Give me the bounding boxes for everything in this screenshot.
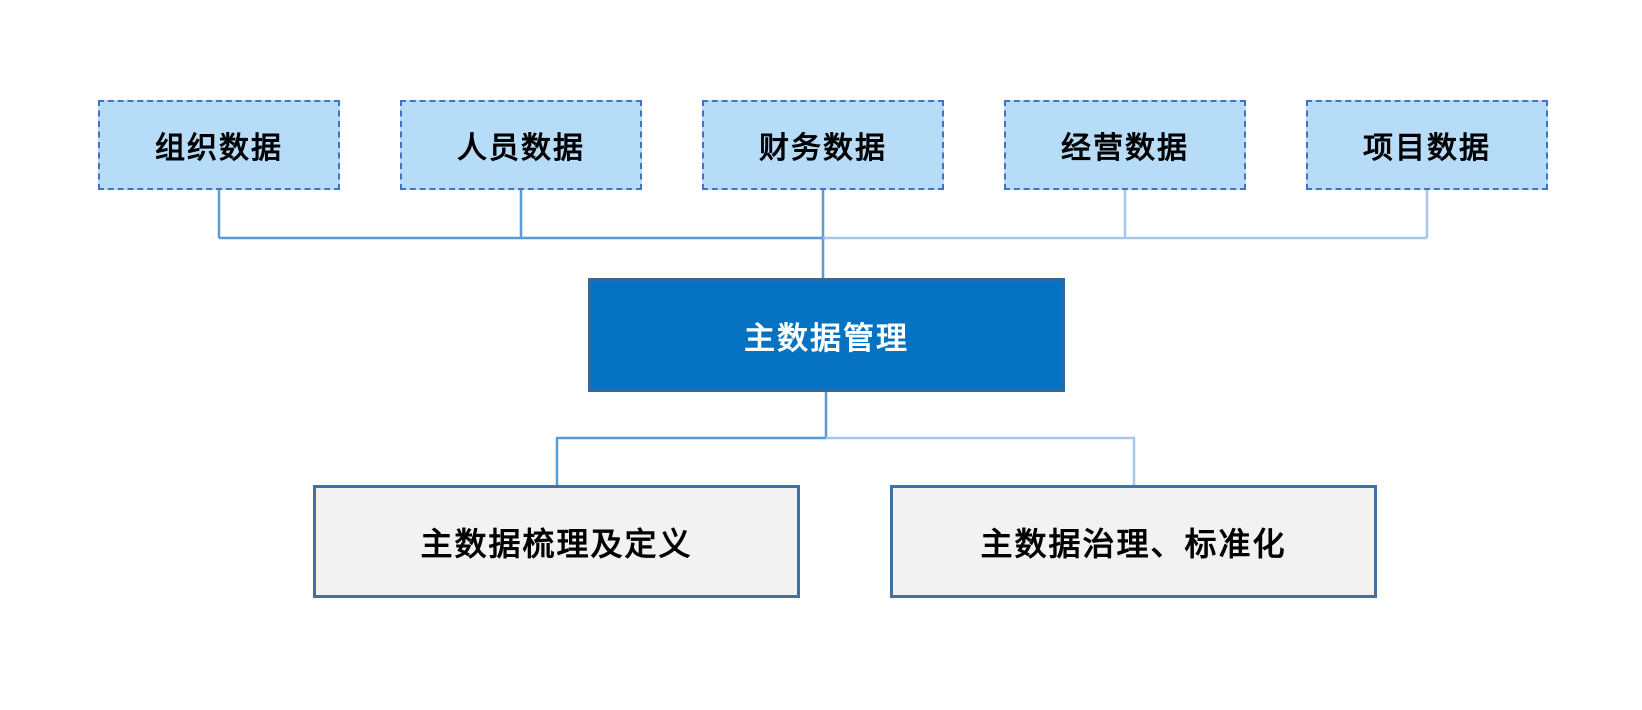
source-box-label: 人员数据 [457, 132, 585, 165]
source-box-business-data: 经营数据 [1004, 100, 1246, 190]
connector-child-left [555, 392, 828, 485]
source-box-finance-data: 财务数据 [702, 100, 944, 190]
child-box-label: 主数据梳理及定义 [420, 525, 693, 562]
source-box-project-data: 项目数据 [1306, 100, 1548, 190]
source-box-label: 财务数据 [759, 132, 887, 165]
source-box-label: 经营数据 [1061, 132, 1189, 165]
source-box-label: 项目数据 [1363, 132, 1491, 165]
center-box-master-data-management: 主数据管理 [588, 278, 1065, 392]
center-box-label: 主数据管理 [744, 320, 909, 356]
connector-child-right [826, 436, 1136, 485]
child-box-master-data-governance: 主数据治理、标准化 [890, 485, 1377, 598]
source-box-organization-data: 组织数据 [98, 100, 340, 190]
child-box-master-data-definition: 主数据梳理及定义 [313, 485, 800, 598]
source-box-label: 组织数据 [155, 132, 283, 165]
source-box-personnel-data: 人员数据 [400, 100, 642, 190]
child-box-label: 主数据治理、标准化 [980, 525, 1287, 562]
